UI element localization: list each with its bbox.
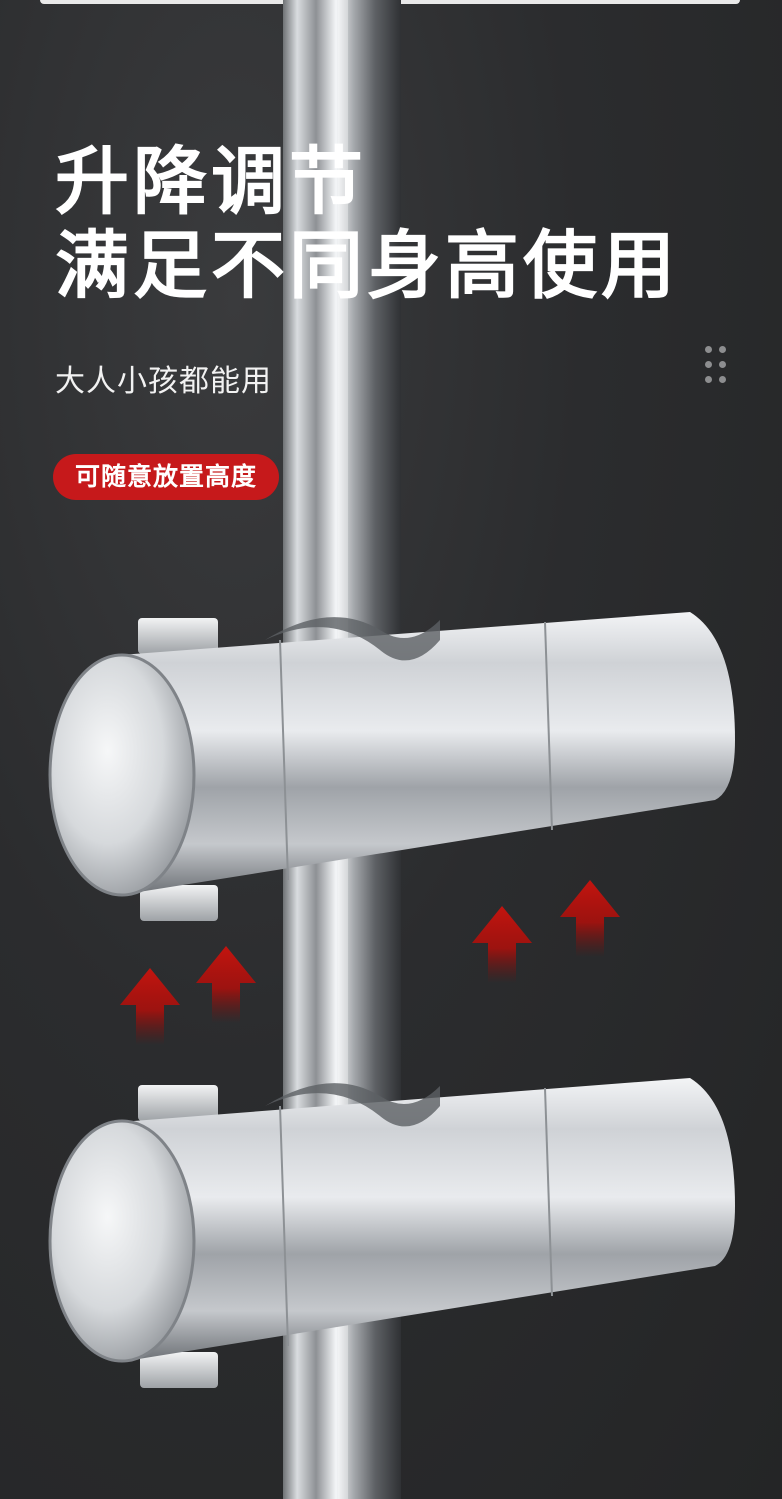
up-arrow-icon [120,968,180,1045]
holder-upper-seam-1 [279,639,289,881]
headline-line-2: 满足不同身高使用 [55,223,679,309]
holder-upper-cap-rim [48,653,196,897]
headline: 升降调节 满足不同身高使用 [55,140,679,308]
holder-lower-seam-1 [279,1105,289,1347]
holder-upper [48,612,735,921]
holder-lower-cap-rim [48,1119,196,1363]
holder-lower [48,1078,735,1388]
up-arrow-icon [472,906,532,983]
holder-upper-tab-bottom [140,885,218,921]
holder-lower-cap [50,1121,194,1361]
holder-upper-clip [265,617,440,661]
up-arrow-icon [560,880,620,957]
holder-upper-body [120,612,735,895]
headline-line-1: 升降调节 [55,139,367,225]
holder-lower-tab-top [138,1085,218,1121]
height-badge: 可随意放置高度 [53,454,280,500]
subtitle: 大人小孩都能用 [55,364,272,399]
holder-lower-clip [265,1083,440,1127]
holder-lower-tab-bottom [140,1352,218,1388]
holder-upper-tab-top [138,618,218,654]
holder-lower-body [120,1078,735,1362]
holder-upper-cap [50,655,194,895]
holder-lower-seam-2 [544,1087,553,1297]
dots-grid-icon [703,344,729,384]
up-arrow-icon [196,946,256,1023]
holder-upper-seam-2 [544,621,553,831]
